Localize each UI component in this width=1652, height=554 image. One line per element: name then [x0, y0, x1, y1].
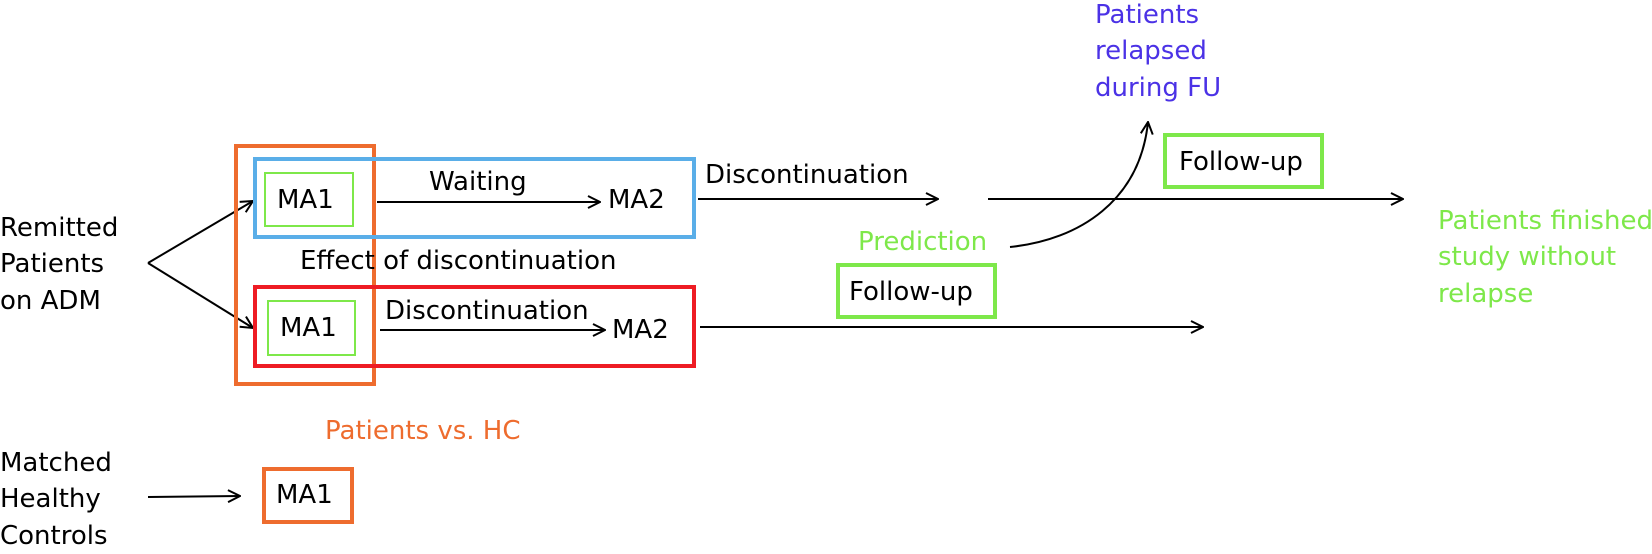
patients-vs-hc-label: Patients vs. HC: [325, 416, 521, 446]
controls-ma1-label: MA1: [276, 480, 333, 510]
remitted-patients-label-line2: Patients: [0, 249, 105, 279]
healthy-controls-label-line1: Matched: [0, 448, 112, 478]
waiting-ma1-label: MA1: [277, 185, 334, 215]
finished-label-line2: study without: [1438, 242, 1617, 272]
healthy-controls-label-line3: Controls: [0, 521, 108, 551]
finished-label-line3: relapse: [1438, 279, 1534, 309]
patients-vs-hc-box: [234, 144, 376, 386]
relapsed-label-line3: during FU: [1095, 73, 1222, 103]
follow-up-upper-box: [1163, 133, 1324, 189]
controls-arrow: [147, 496, 240, 497]
effect-of-discontinuation-label: Effect of discontinuation: [300, 246, 617, 276]
relapsed-label-line2: relapsed: [1095, 36, 1207, 66]
follow-up-upper-label: Follow-up: [1179, 147, 1303, 177]
discontinuation-label: Discontinuation: [385, 296, 589, 326]
follow-up-lower-box: [836, 263, 997, 319]
follow-up-lower-label: Follow-up: [849, 277, 973, 307]
relapse-curve-arrow: [1009, 122, 1148, 248]
prediction-label: Prediction: [858, 227, 988, 257]
controls-ma1-box: [262, 467, 354, 524]
waiting-ma1-box: [264, 172, 354, 227]
discontinuation-ma1-label: MA1: [280, 313, 337, 343]
discontinuation-ma1-box: [267, 300, 356, 356]
remitted-patients-label-line1: Remitted: [0, 213, 119, 243]
post-waiting-discontinuation-label: Discontinuation: [705, 160, 909, 190]
waiting-arm-box: [253, 157, 696, 239]
healthy-controls-label-line2: Healthy: [0, 484, 101, 514]
discontinuation-arm-box: [253, 285, 696, 368]
remitted-patients-label-line3: on ADM: [0, 286, 101, 316]
finished-label-line1: Patients finished: [1438, 206, 1652, 236]
waiting-ma2-label: MA2: [608, 185, 665, 215]
relapsed-label-line1: Patients: [1095, 0, 1200, 30]
discontinuation-ma2-label: MA2: [612, 315, 669, 345]
waiting-label: Waiting: [429, 167, 527, 197]
